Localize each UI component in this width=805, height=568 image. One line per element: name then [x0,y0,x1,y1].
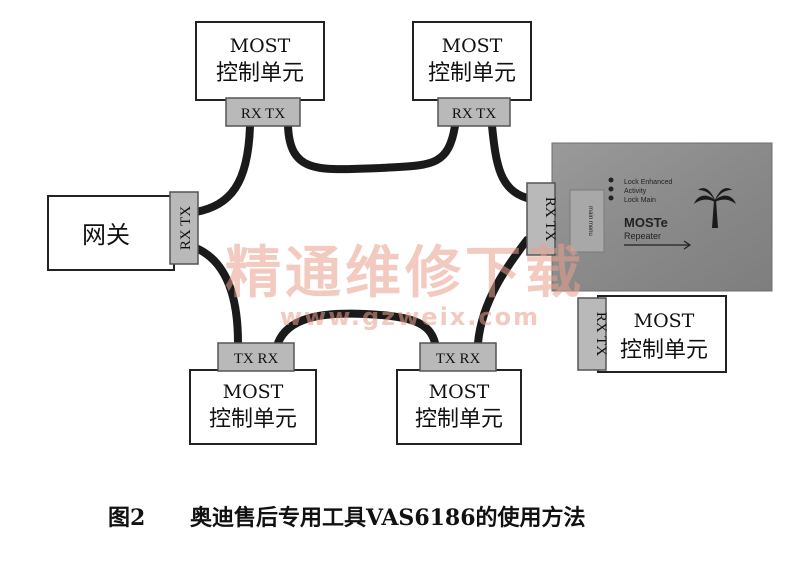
palm-tree-icon [694,188,736,228]
unit-bottom-right-cn-label: 控制单元 [415,407,503,432]
status-led-1 [608,177,614,183]
gateway-port-label: RX TX [178,206,194,250]
repeater-arrow [624,240,692,250]
unit-bottom-left-port-label: TX RX [234,351,279,367]
figure-caption: 图2 奥迪售后专用工具VAS6186的使用方法 [108,505,586,531]
repeater-brand: MOSTe [624,215,668,230]
most-control-unit-bottom-left: MOST 控制单元 TX RX [189,342,317,445]
watermark-cn: 精通维修下载 [225,241,585,306]
unit-top-left-port-label: RX TX [241,106,285,122]
gateway-unit: 网关 RX TX [47,191,199,271]
gateway-label: 网关 [82,221,130,249]
cable-top-left-to-gateway [192,122,254,216]
unit-bottom-left-cn-label: 控制单元 [209,407,297,432]
status-led-2 [608,186,614,192]
cable-bottom-left-to-bottom-right [274,309,439,347]
unit-bottom-right-port-label: TX RX [436,351,481,367]
most-control-unit-right: MOST 控制单元 RX TX [577,295,727,373]
repeater-inner-panel [569,189,605,253]
unit-top-right-most-label: MOST [442,35,503,57]
most-repeater-device: RX TX main menu Lock Enhanced Activity L… [526,142,773,292]
repeater-left-port [526,182,556,256]
cable-gateway-to-bottom-left [192,244,242,347]
unit-bottom-right-port [419,342,497,372]
unit-bottom-right-most-label: MOST [429,381,490,403]
gateway-port [169,191,199,265]
most-control-unit-top-left: MOST 控制单元 RX TX [195,21,325,127]
repeater-side-text: main menu [587,206,593,236]
unit-top-right-cn-label: 控制单元 [428,61,516,86]
repeater-subtitle: Repeater [624,231,661,241]
unit-bottom-left-port [217,342,295,372]
unit-right-most-label: MOST [634,310,695,332]
caption-figure-no: 图2 [108,505,145,531]
unit-right-port-label: RX TX [593,312,609,356]
cable-top-right-to-repeater [488,122,531,202]
unit-top-left-port [225,97,301,127]
most-control-unit-bottom-right: MOST 控制单元 TX RX [396,342,522,445]
cable-bottom-right-to-repeater [474,236,531,347]
most-control-unit-top-right: MOST 控制单元 RX TX [412,21,532,127]
caption-text: 奥迪售后专用工具VAS6186的使用方法 [190,505,586,531]
unit-top-right-port-label: RX TX [452,106,496,122]
status-line-1: Lock Enhanced [624,179,672,186]
status-line-2: Activity [624,188,647,195]
unit-top-left-cn-label: 控制单元 [216,61,304,86]
watermark-url: www.gzweix.com [280,303,540,331]
ring-cables [192,122,531,347]
unit-right-cn-label: 控制单元 [620,338,708,363]
repeater-left-port-label: RX TX [542,197,558,241]
unit-top-right-port [437,97,511,127]
watermark: 精通维修下载 www.gzweix.com [225,241,585,331]
unit-right-port [577,297,607,371]
unit-bottom-left-most-label: MOST [223,381,284,403]
status-led-3 [608,195,614,201]
unit-top-left-most-label: MOST [230,35,291,57]
status-line-3: Lock Main [624,197,656,204]
cable-top-left-to-top-right [284,122,459,174]
